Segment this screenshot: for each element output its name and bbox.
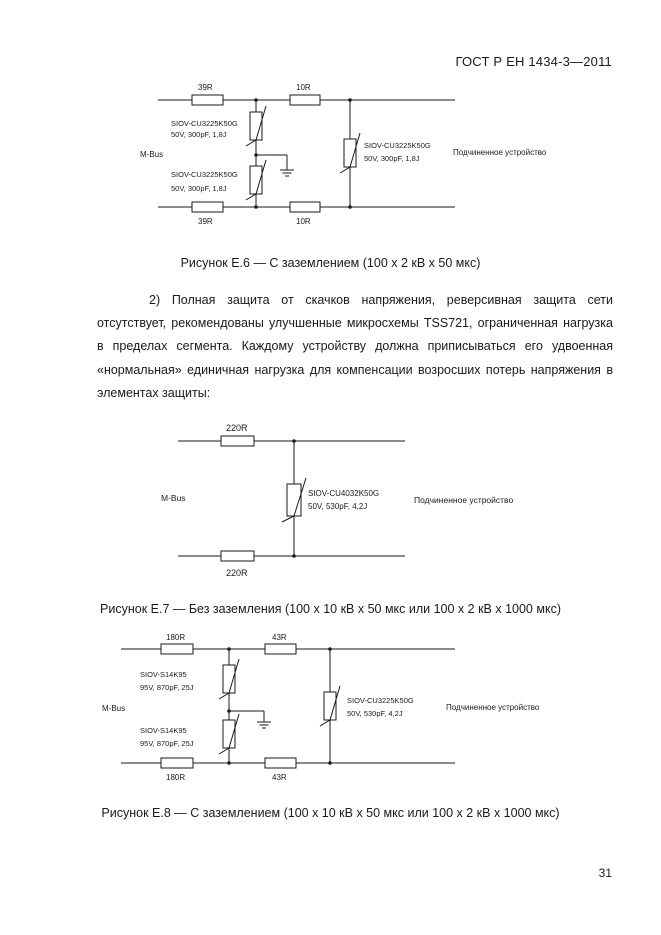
label-varistor-top-name: SIOV-CU3225K50G (171, 119, 238, 128)
label-varistor-bottom-name: SIOV-S14K95 (140, 726, 187, 735)
varistor-bottom (218, 713, 240, 755)
figure-e6-caption: Рисунок Е.6 — С заземлением (100 х 2 кВ … (180, 256, 481, 270)
label-r-bottom: 220R (226, 568, 248, 578)
label-varistor-right-spec: 50V, 530pF, 4,2J (347, 709, 403, 718)
figure-e6-schematic: 39R 10R 39R 10R SIOV-CU3225K50G 50V, 300… (140, 83, 547, 226)
varistor-top (218, 658, 240, 700)
resistor-bottom-left (191, 201, 224, 213)
junction-dots (292, 439, 296, 558)
label-device: Подчиненное устройство (446, 703, 540, 712)
resistor-bottom-left (160, 757, 194, 769)
label-r-bottom-left: 39R (198, 217, 213, 226)
resistor-bottom-right (264, 757, 297, 769)
resistor-top-left (160, 643, 194, 655)
label-r-top-left: 180R (166, 633, 185, 642)
resistor-top-left (191, 94, 224, 106)
resistor-bottom-right (289, 201, 321, 213)
label-varistor-top-name: SIOV-S14K95 (140, 670, 187, 679)
label-bus: M-Bus (102, 704, 125, 713)
resistor-top-right (264, 643, 297, 655)
label-varistor-spec: 50V, 530pF, 4,2J (308, 502, 367, 511)
varistor-top (245, 105, 267, 147)
label-r-top-right: 43R (272, 633, 287, 642)
resistor-top (220, 435, 255, 447)
label-r-bottom-left: 180R (166, 773, 185, 782)
junction-dots (227, 647, 332, 765)
figure-e7-schematic: 220R 220R SIOV-CU4032K50G 50V, 530pF, 4,… (161, 423, 513, 578)
varistor-right (339, 132, 361, 174)
varistor (281, 477, 307, 523)
label-varistor-top-spec: 50V, 300pF, 1,8J (171, 130, 227, 139)
label-varistor-bottom-spec: 50V, 300pF, 1,8J (171, 184, 227, 193)
label-device: Подчиненное устройство (414, 495, 513, 505)
label-r-top: 220R (226, 423, 248, 433)
body-paragraph: 2) Полная защита от скачков напряжения, … (97, 293, 613, 400)
junction-dots (254, 98, 352, 209)
varistor-bottom (245, 159, 267, 201)
label-varistor-name: SIOV-CU4032K50G (308, 489, 379, 498)
label-device: Подчиненное устройство (453, 148, 547, 157)
page-number: 31 (598, 866, 612, 880)
label-varistor-right-name: SIOV-CU3225K50G (347, 696, 414, 705)
label-r-bottom-right: 10R (296, 217, 311, 226)
label-bus: M-Bus (161, 493, 186, 503)
document-id: ГОСТ Р ЕН 1434-3—2011 (455, 54, 612, 69)
figure-e8-caption: Рисунок Е.8 — С заземлением (100 х 10 кВ… (101, 806, 560, 820)
label-varistor-right-name: SIOV-CU3225K50G (364, 141, 431, 150)
resistor-top-right (289, 94, 321, 106)
varistor-right (319, 685, 341, 727)
label-r-top-left: 39R (198, 83, 213, 92)
figure-e8-schematic: 180R 43R 180R 43R SIOV-S14K95 95V, 870pF… (102, 633, 540, 782)
label-varistor-right-spec: 50V, 300pF, 1,8J (364, 154, 420, 163)
label-varistor-bottom-name: SIOV-CU3225K50G (171, 170, 238, 179)
resistor-bottom (220, 550, 255, 562)
label-r-top-right: 10R (296, 83, 311, 92)
figure-e7-caption: Рисунок Е.7 — Без заземления (100 х 10 к… (100, 602, 561, 616)
label-bus: M-Bus (140, 150, 163, 159)
label-varistor-top-spec: 95V, 870pF, 25J (140, 683, 194, 692)
label-r-bottom-right: 43R (272, 773, 287, 782)
label-varistor-bottom-spec: 95V, 870pF, 25J (140, 739, 194, 748)
